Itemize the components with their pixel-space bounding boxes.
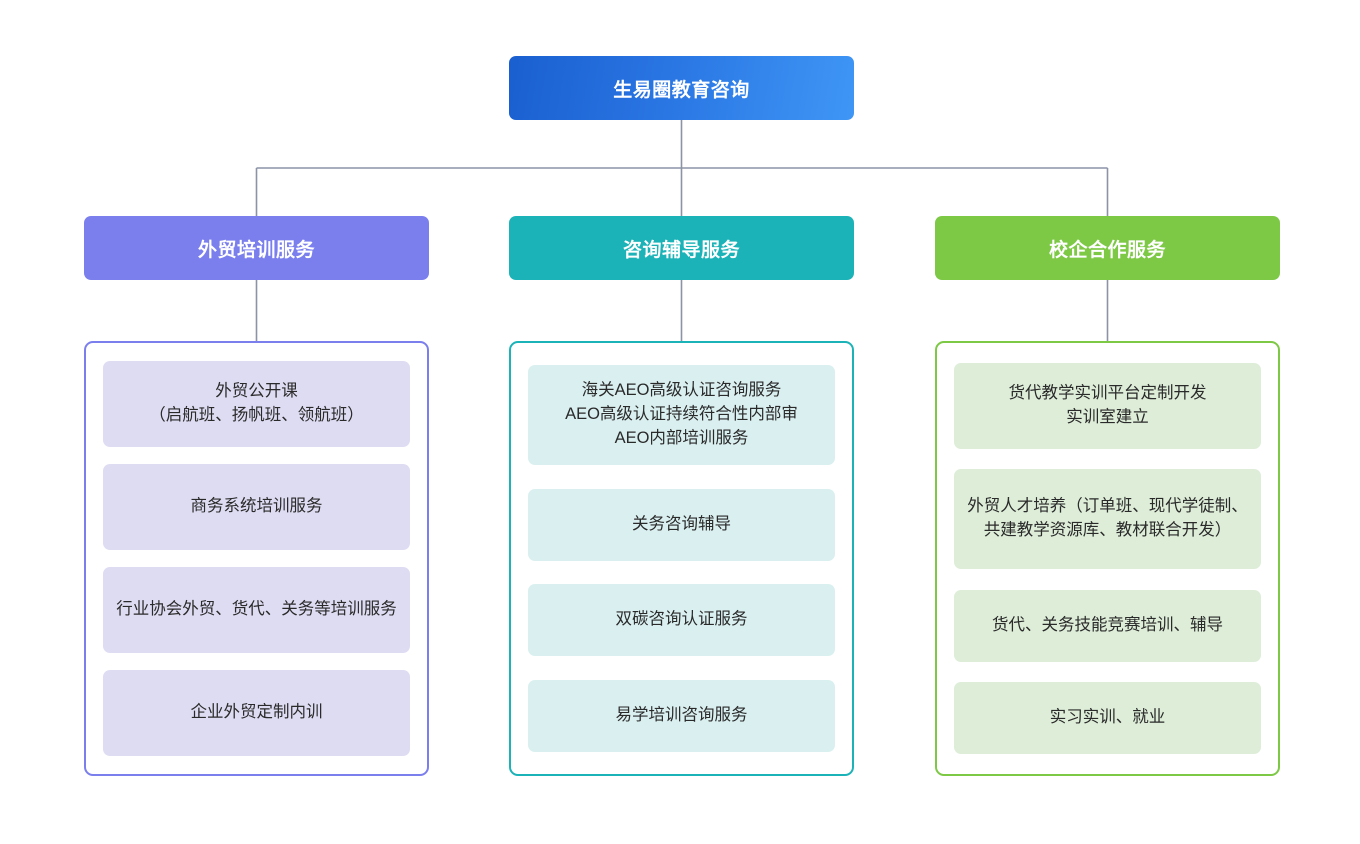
branch-header-1-label: 外贸培训服务 [197,239,315,261]
root-node[interactable]: 生易圈教育咨询 [509,56,854,120]
leaf-card[interactable]: 实习实训、就业 [954,681,1261,754]
leaf-card[interactable]: 货代教学实训平台定制开发 实训室建立 [954,363,1261,450]
leaf-card[interactable]: 外贸人才培养（订单班、现代学徒制、共建教学资源库、教材联合开发） [954,469,1261,570]
branch-column-1: 外贸培训服务 外贸公开课 （启航班、扬帆班、领航班） 商务系统培训服务 行业协会… [84,216,429,776]
branch-header-1[interactable]: 外贸培训服务 [84,216,429,280]
branch-header-2[interactable]: 咨询辅导服务 [509,216,854,280]
leaf-card[interactable]: 关务咨询辅导 [528,488,835,561]
leaf-card[interactable]: 双碳咨询认证服务 [528,584,835,657]
branch-group-box-1: 外贸公开课 （启航班、扬帆班、领航班） 商务系统培训服务 行业协会外贸、货代、关… [84,341,429,776]
branch-column-2: 咨询辅导服务 海关AEO高级认证咨询服务 AEO高级认证持续符合性内部审 AEO… [509,216,854,776]
root-node-label: 生易圈教育咨询 [613,79,750,101]
leaf-card[interactable]: 商务系统培训服务 [103,464,410,551]
branch-group-box-3: 货代教学实训平台定制开发 实训室建立 外贸人才培养（订单班、现代学徒制、共建教学… [935,341,1280,776]
leaf-card[interactable]: 行业协会外贸、货代、关务等培训服务 [103,566,410,653]
leaf-card[interactable]: 货代、关务技能竞赛培训、辅导 [954,589,1261,662]
branch-group-box-2: 海关AEO高级认证咨询服务 AEO高级认证持续符合性内部审 AEO内部培训服务 … [509,341,854,776]
branch-header-2-label: 咨询辅导服务 [622,239,740,261]
branch-header-3-label: 校企合作服务 [1048,239,1166,261]
leaf-card[interactable]: 海关AEO高级认证咨询服务 AEO高级认证持续符合性内部审 AEO内部培训服务 [528,364,835,465]
branch-header-3[interactable]: 校企合作服务 [935,216,1280,280]
branch-column-3: 校企合作服务 货代教学实训平台定制开发 实训室建立 外贸人才培养（订单班、现代学… [935,216,1280,776]
leaf-card[interactable]: 企业外贸定制内训 [103,669,410,756]
leaf-card[interactable]: 外贸公开课 （启航班、扬帆班、领航班） [103,361,410,448]
leaf-card[interactable]: 易学培训咨询服务 [528,680,835,753]
